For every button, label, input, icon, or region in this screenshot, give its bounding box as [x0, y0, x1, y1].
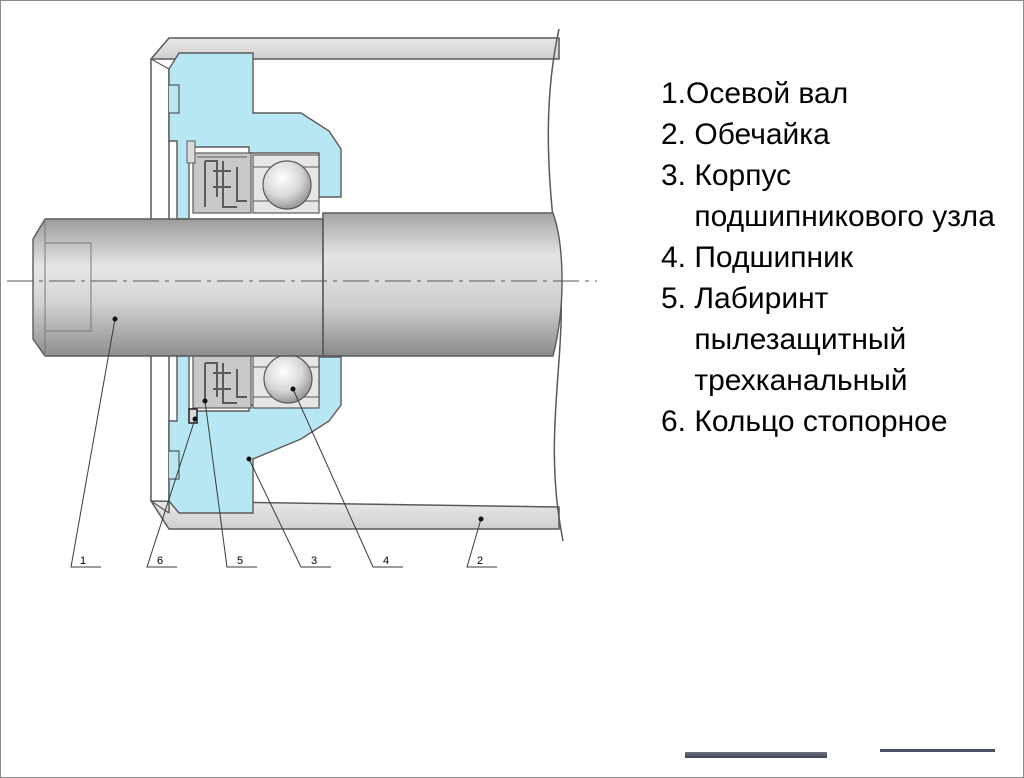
legend-item: 2. Обечайка	[661, 114, 1011, 155]
callout-number: 1	[80, 555, 86, 567]
callout-number: 3	[311, 555, 317, 567]
legend-text: Лабиринт пылезащитный трехканальный	[694, 282, 908, 397]
legend-item: 6. Кольцо стопорное	[661, 401, 1011, 442]
legend-number: 3.	[661, 159, 695, 192]
axle-shaft	[32, 212, 563, 357]
legend-item: 3. Корпус подшипникового узла	[661, 155, 1011, 237]
legend-text: Кольцо стопорное	[694, 405, 948, 438]
parts-legend: 1. Осевой вал 2. Обечайка 3. Корпус подш…	[661, 73, 1011, 442]
labyrinth-seal	[192, 152, 252, 409]
footer-decoration-bar	[685, 752, 827, 758]
footer-decoration-line	[880, 749, 995, 752]
retaining-ring	[186, 140, 198, 424]
callout-number: 4	[383, 555, 389, 567]
legend-number: 1.	[661, 77, 687, 110]
leader-lines	[70, 318, 497, 568]
legend-text: Подшипник	[694, 241, 853, 274]
legend-text: Осевой вал	[686, 77, 849, 110]
callout-number: 6	[157, 555, 163, 567]
roller-bearing-assembly-drawing: 1 6 5 3 4 2	[7, 28, 597, 568]
legend-number: 4.	[661, 241, 695, 274]
legend-number: 5.	[661, 282, 695, 315]
legend-item: 4. Подшипник	[661, 237, 1011, 278]
legend-number: 6.	[661, 405, 695, 438]
leader-dots	[112, 316, 484, 522]
callout-number: 2	[477, 555, 483, 567]
legend-item: 1. Осевой вал	[661, 73, 1011, 114]
legend-item: 5. Лабиринт пылезащитный трехканальный	[661, 278, 1011, 401]
callout-number: 5	[237, 555, 243, 567]
legend-text: Корпус подшипникового узла	[694, 159, 995, 233]
legend-number: 2.	[661, 118, 695, 151]
bearing	[252, 154, 320, 409]
legend-text: Обечайка	[694, 118, 830, 151]
